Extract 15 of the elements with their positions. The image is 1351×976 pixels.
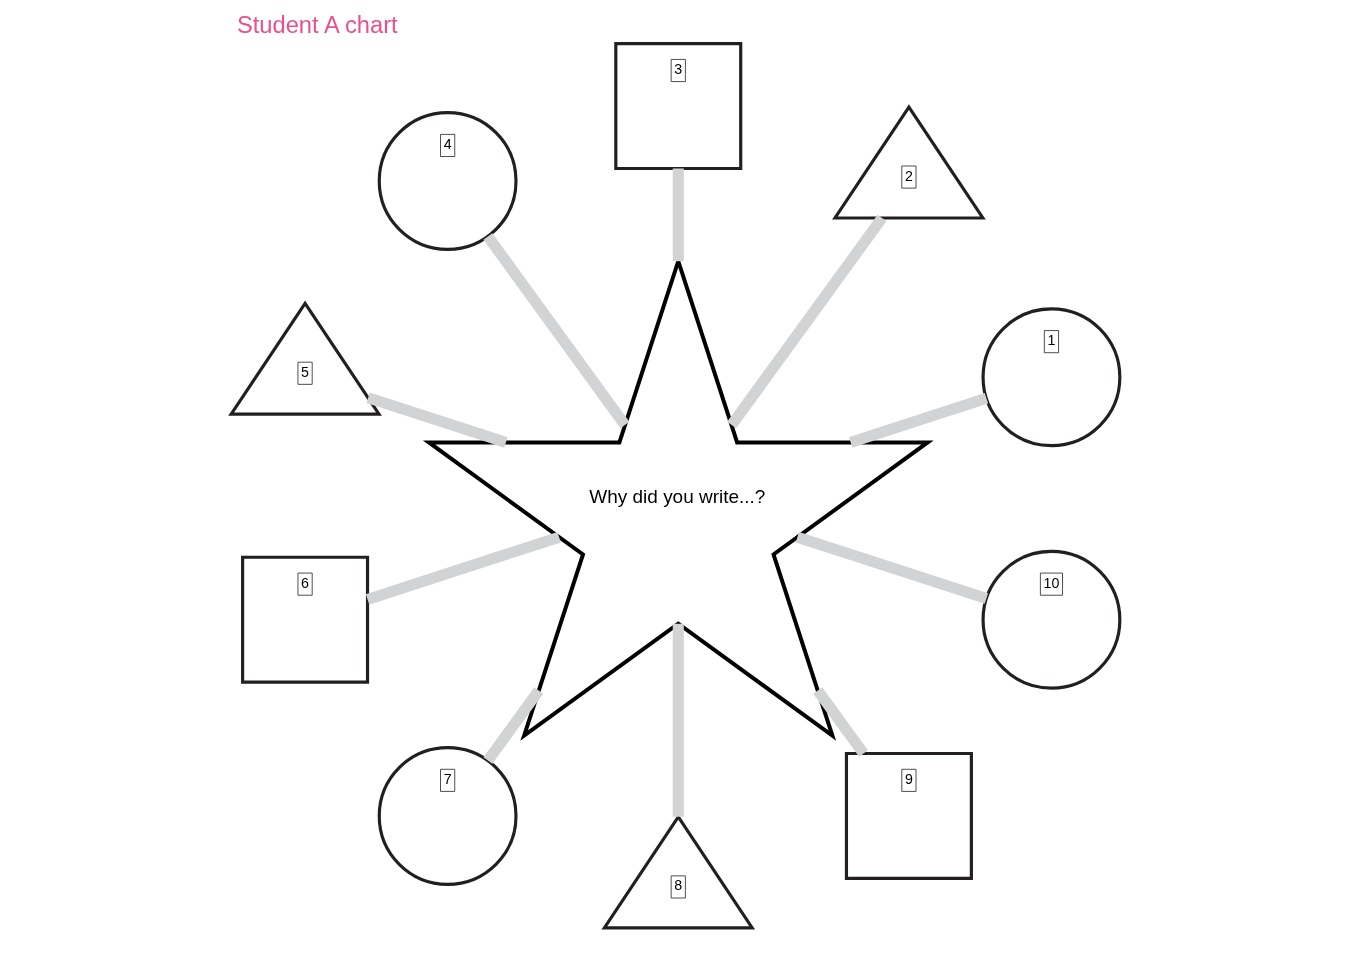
- connector: [848, 393, 989, 448]
- connector: [366, 392, 508, 448]
- node-circle: 10: [981, 549, 1122, 690]
- connector: [795, 531, 989, 604]
- connector: [365, 531, 561, 605]
- node-box: 3: [614, 42, 743, 171]
- node-circle: 4: [377, 111, 518, 251]
- node-circle: 1: [981, 307, 1122, 448]
- diagram-title: Student A chart: [236, 12, 398, 39]
- node-circle: 7: [377, 745, 518, 886]
- node-box: 6: [241, 555, 370, 684]
- connector: [483, 687, 544, 764]
- node-box: 9: [844, 751, 973, 880]
- connector: [813, 687, 868, 757]
- connector: [672, 168, 684, 262]
